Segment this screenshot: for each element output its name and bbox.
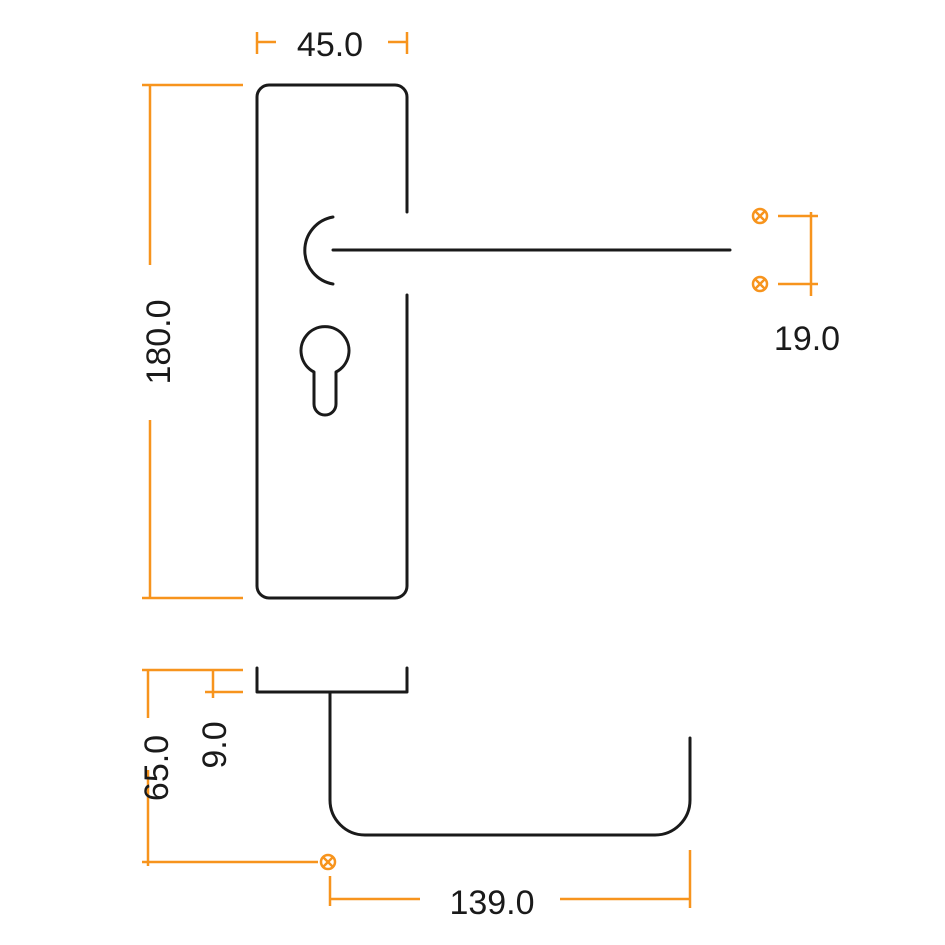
- dimension-plate-thickness: 9.0: [196, 670, 243, 769]
- dimension-fixing-centres: 19.0: [751, 207, 840, 358]
- euro-cylinder-keyhole: [299, 325, 351, 417]
- circle-cross-icon: [751, 275, 769, 293]
- lever-side: [328, 690, 692, 837]
- label-fixing-centres: 19.0: [774, 320, 840, 358]
- label-lever-length: 139.0: [449, 884, 534, 922]
- circle-cross-icon: [319, 853, 337, 871]
- backplate-outline: [255, 83, 409, 600]
- label-plate-width: 45.0: [297, 26, 363, 64]
- backplate-side: [255, 666, 409, 694]
- circle-cross-icon: [751, 207, 769, 225]
- dimension-lever-length: 139.0: [328, 850, 692, 922]
- rose-arc: [303, 215, 335, 286]
- label-plate-thickness: 9.0: [196, 721, 234, 768]
- dimension-plate-height: 180.0: [140, 83, 243, 600]
- label-plate-height: 180.0: [140, 299, 178, 384]
- dimension-plate-width: 45.0: [255, 26, 409, 64]
- dimension-projection: 65.0: [138, 668, 337, 871]
- label-projection: 65.0: [138, 735, 176, 801]
